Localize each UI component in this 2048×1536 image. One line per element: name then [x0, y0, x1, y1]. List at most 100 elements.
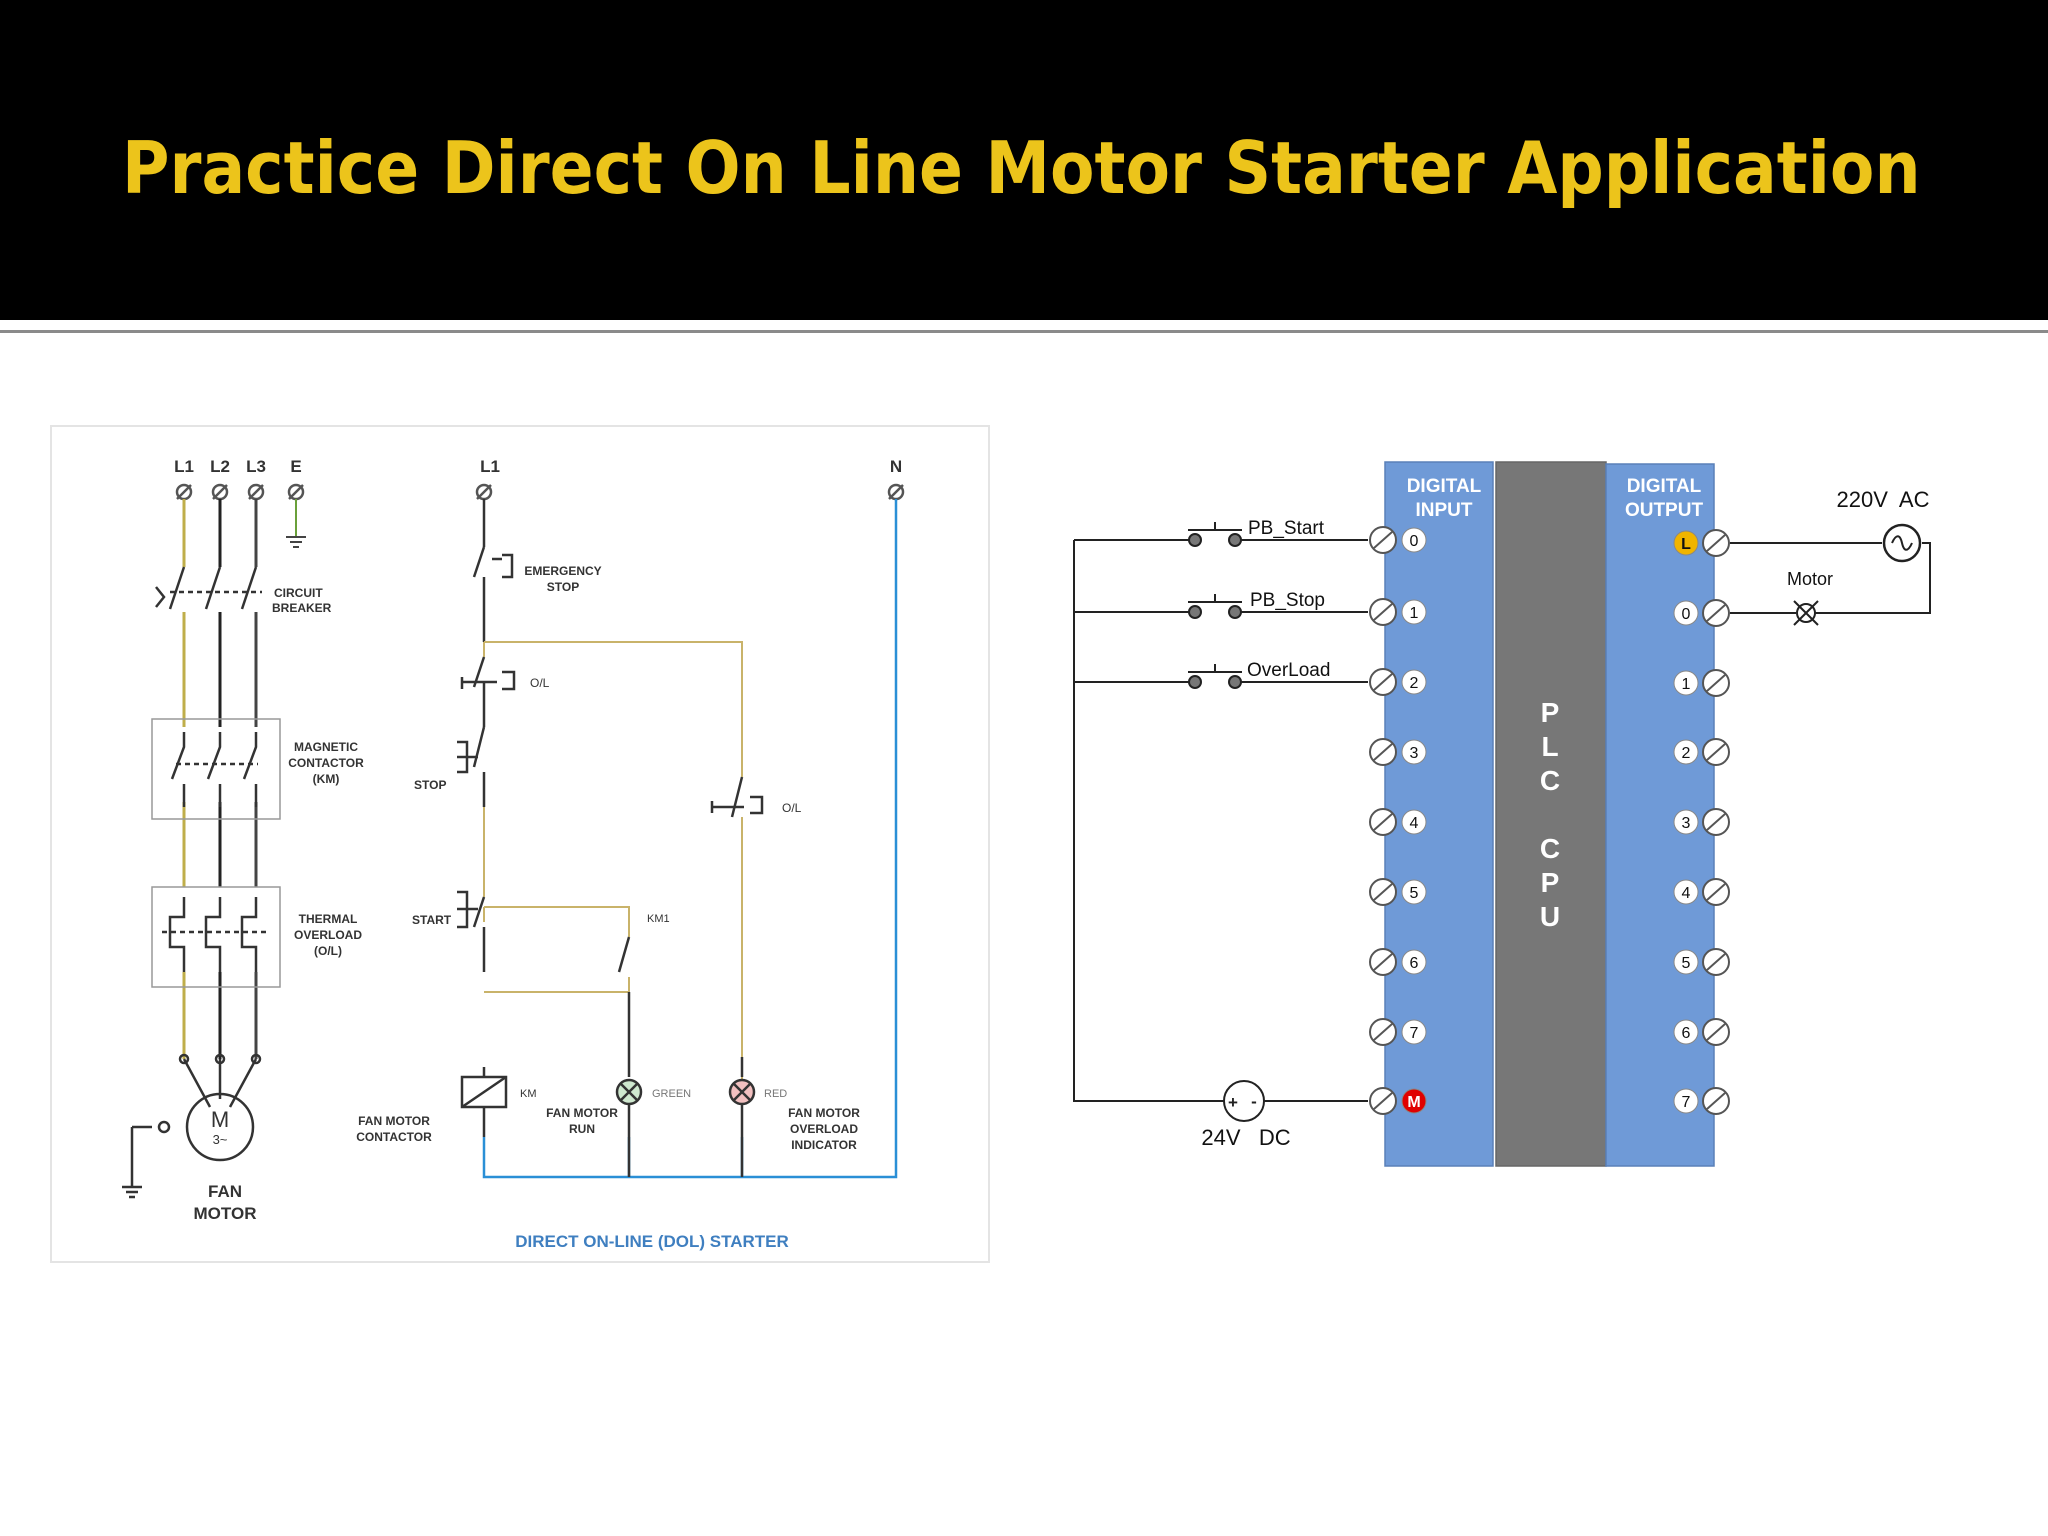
input-terminal-screw — [1369, 948, 1397, 976]
cpu-letter: U — [1540, 901, 1560, 932]
magnetic-contactor-contacts — [170, 732, 258, 807]
motor-phase: 3~ — [213, 1132, 228, 1147]
input-terminal-label: 5 — [1410, 885, 1419, 902]
output-terminal-screw — [1702, 669, 1730, 697]
input-terminal-screw — [1369, 1018, 1397, 1046]
overload-contact-label: O/L — [530, 676, 550, 690]
title-bar: Practice Direct On Line Motor Starter Ap… — [0, 0, 2048, 320]
red-lamp — [728, 1057, 756, 1177]
title-rule-gray — [0, 330, 2048, 333]
terminal-l3 — [247, 483, 265, 501]
output-terminal-screw — [1702, 878, 1730, 906]
stop-button-symbol — [457, 726, 486, 774]
input-wiring — [1073, 539, 1368, 1102]
pushbutton-symbols — [1188, 522, 1242, 689]
circuit-breaker-contacts — [155, 566, 262, 610]
input-common-m: M — [1401, 1088, 1427, 1114]
output-terminal-screw — [1702, 1018, 1730, 1046]
supply-label-l2: L2 — [210, 457, 230, 476]
dol-caption: DIRECT ON-LINE (DOL) STARTER — [515, 1232, 789, 1251]
input-terminal: 1 — [1401, 599, 1427, 625]
dc-supply-symbol — [1223, 1080, 1265, 1122]
km-coil-label: KM — [520, 1088, 537, 1100]
neutral-wiring — [482, 499, 898, 1179]
motor-connections — [122, 1053, 262, 1199]
digital-output-module — [1605, 463, 1715, 1167]
output-terminal: 6 — [1673, 1019, 1699, 1045]
output-terminal-label: 2 — [1682, 745, 1691, 762]
input-terminal: 3 — [1401, 739, 1427, 765]
output-common-l-label: L — [1681, 536, 1691, 553]
input-terminal-label: 3 — [1410, 745, 1419, 762]
cpu-letter: C — [1540, 833, 1560, 864]
overload-indicator-contact-label: O/L — [782, 801, 802, 815]
km1-label: KM1 — [647, 913, 670, 925]
output-terminal: 1 — [1673, 670, 1699, 696]
input-terminal-screw — [1369, 668, 1397, 696]
output-terminal-label: 1 — [1682, 676, 1691, 693]
thermal-overload-elements — [162, 897, 266, 972]
input-terminal-screw — [1369, 738, 1397, 766]
slide-title: Practice Direct On Line Motor Starter Ap… — [122, 126, 1921, 210]
motor-symbol — [185, 1092, 255, 1162]
pb-start-label: PB_Start — [1248, 518, 1325, 539]
title-rule-white — [0, 320, 2048, 330]
output-terminal-screw — [1702, 1087, 1730, 1115]
green-lamp-label: GREEN — [652, 1088, 691, 1100]
input-terminal-label: 1 — [1410, 605, 1419, 622]
input-terminal: 5 — [1401, 879, 1427, 905]
thermal-overload-box — [151, 886, 281, 988]
output-terminal: 7 — [1673, 1088, 1699, 1114]
output-wiring — [1730, 542, 1931, 614]
output-terminal-label: 4 — [1682, 885, 1691, 902]
output-terminal-label: 3 — [1682, 815, 1691, 832]
earth-symbol — [286, 499, 306, 548]
output-terminal: 4 — [1673, 879, 1699, 905]
dc-supply-label: 24V DC — [1201, 1125, 1290, 1150]
motor-lamp-symbol — [1793, 600, 1819, 626]
input-terminal-screw — [1369, 808, 1397, 836]
overload-contact-symbol — [460, 656, 516, 691]
pb-stop-switch — [1188, 594, 1242, 619]
neutral-label: N — [890, 457, 902, 476]
terminal-n — [887, 483, 905, 501]
cpu-letter: C — [1540, 765, 1560, 796]
emergency-stop-symbol — [472, 546, 514, 582]
terminal-l1 — [175, 483, 193, 501]
output-terminal-screw — [1702, 808, 1730, 836]
output-terminal-screw — [1702, 948, 1730, 976]
input-terminal: 0 — [1401, 527, 1427, 553]
pb-stop-label: PB_Stop — [1250, 590, 1325, 611]
output-terminal: 0 — [1673, 600, 1699, 626]
cpu-letter: P — [1541, 697, 1560, 728]
terminal-control-l1 — [475, 483, 493, 501]
red-lamp-label: RED — [764, 1088, 787, 1100]
terminal-e — [287, 483, 305, 501]
output-terminal-label: 6 — [1682, 1025, 1691, 1042]
start-button-symbol — [457, 890, 486, 929]
green-lamp — [615, 992, 643, 1177]
dc-plus: + — [1228, 1093, 1238, 1112]
input-terminal-label: 7 — [1410, 1025, 1419, 1042]
input-terminal-label: 4 — [1410, 815, 1419, 832]
input-terminal-label: 0 — [1410, 533, 1419, 550]
plc-cpu-module — [1495, 461, 1607, 1167]
dc-minus: - — [1251, 1092, 1257, 1111]
control-wiring-tan — [483, 641, 743, 1127]
cpu-letter: P — [1541, 867, 1560, 898]
plc-cpu-label: P L C C P U — [1540, 697, 1560, 932]
input-terminal-label: 2 — [1410, 675, 1419, 692]
contactor-coil — [460, 1067, 508, 1137]
terminal-l2 — [211, 483, 229, 501]
input-terminal: 4 — [1401, 809, 1427, 835]
